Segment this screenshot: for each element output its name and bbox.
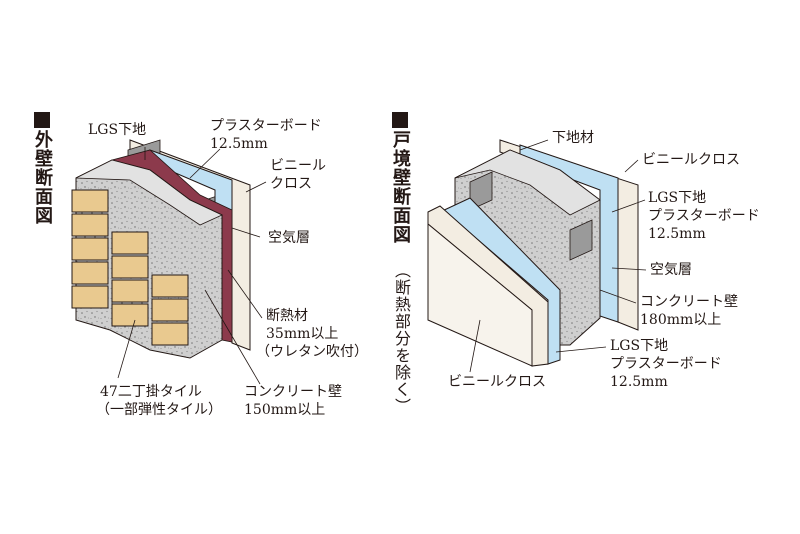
right-vinyl-cloth-front-face: [427, 222, 533, 367]
right-concrete-top-face: [454, 149, 601, 216]
label-air-layer-right: 空気層: [650, 262, 692, 278]
left-title: 外壁断面図: [32, 130, 53, 225]
label-insulation-type: （ウレタン吹付）: [256, 344, 368, 360]
label-insulation: 断熱材: [266, 308, 308, 324]
label-plasterboard-front-size: 12.5mm: [610, 374, 668, 390]
label-lgs-back: LGS下地: [648, 190, 707, 206]
label-lgs: LGS下地: [88, 122, 147, 138]
left-concrete-top-face: [75, 159, 223, 226]
label-concrete-right-thickness: 180mm以上: [640, 312, 722, 328]
label-lgs-front: LGS下地: [610, 338, 669, 354]
label-tile-note: （一部弾性タイル）: [96, 402, 222, 418]
right-leader-lines: [469, 139, 647, 373]
right-subtitle: （断熱部分を除く）: [392, 262, 411, 415]
label-tile: 47二丁掛タイル: [100, 384, 202, 400]
label-plasterboard-back-size: 12.5mm: [648, 226, 706, 242]
party-wall-drawing: [427, 139, 647, 373]
right-title-marker: [392, 112, 408, 128]
left-leader-lines: [117, 147, 267, 385]
right-title: 戸境壁断面図: [390, 130, 411, 244]
label-vinyl: ビニール: [270, 158, 326, 174]
label-vinyl-cloth: クロス: [270, 176, 312, 192]
label-vinyl-cloth-back: ビニールクロス: [642, 152, 740, 168]
label-plasterboard-back: プラスターボード: [648, 208, 760, 224]
label-plasterboard-size: 12.5mm: [210, 136, 268, 152]
label-concrete: コンクリート壁: [244, 384, 342, 400]
label-plasterboard-front: プラスターボード: [610, 356, 722, 372]
left-title-marker: [34, 112, 50, 128]
left-tile-layer: [71, 189, 189, 346]
label-base-material: 下地材: [552, 130, 594, 146]
label-concrete-right: コンクリート壁: [640, 294, 738, 310]
label-air-layer: 空気層: [268, 230, 310, 246]
right-lgs-stud-b: [569, 219, 593, 261]
label-vinyl-cloth-front: ビニールクロス: [448, 374, 546, 390]
exterior-wall-drawing: [71, 139, 267, 385]
label-plasterboard: プラスターボード: [210, 118, 322, 134]
label-insulation-thickness: 35mm以上: [266, 326, 339, 342]
label-concrete-thickness: 150mm以上: [244, 402, 326, 418]
